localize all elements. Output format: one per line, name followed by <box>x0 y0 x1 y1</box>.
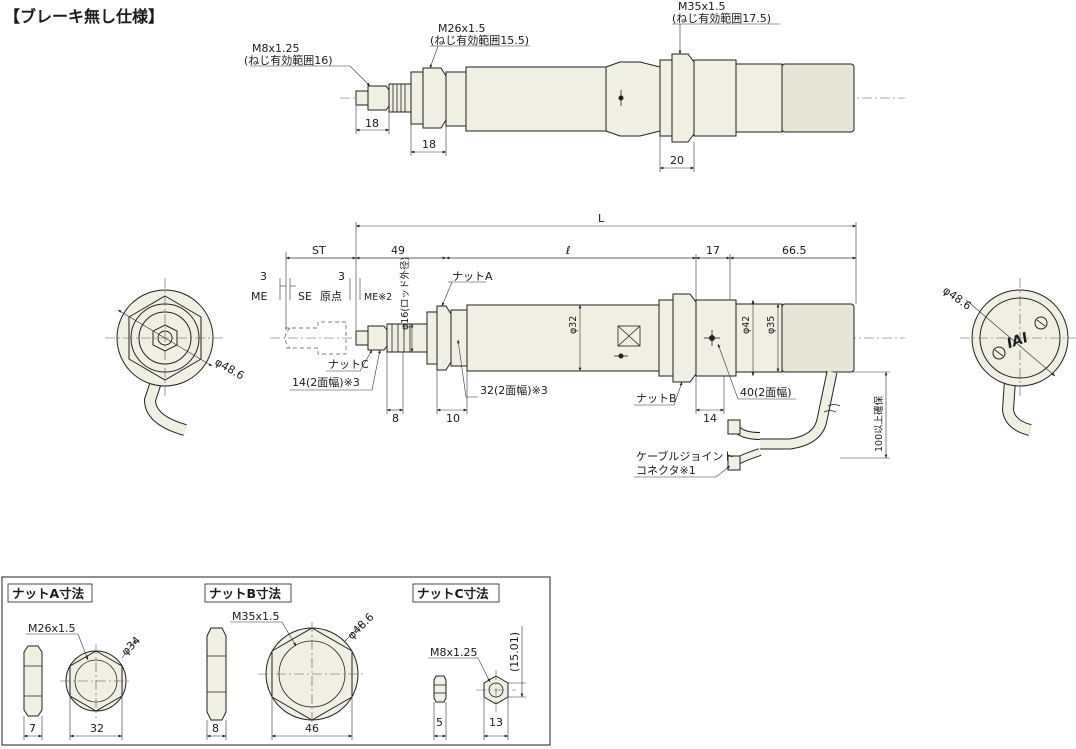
nut-b-header: ナットB寸法 <box>209 586 282 601</box>
nut-a-side <box>23 645 43 717</box>
top-washer <box>410 71 424 125</box>
top-nut-b <box>671 53 695 143</box>
nut-a-label: ナットA <box>452 270 493 283</box>
main-rod-thread <box>386 323 428 353</box>
dim-ST: ST <box>312 244 326 257</box>
nut-b-side <box>206 627 227 721</box>
dia32-label: φ32 <box>568 316 579 334</box>
origin-label: 原点 <box>320 290 342 303</box>
m35-label: M35x1.5 <box>678 0 726 13</box>
rod-dia-label: φ16(ロッド外径) <box>399 257 411 330</box>
main-nut-a <box>436 305 452 371</box>
main-motor <box>735 303 783 373</box>
right-dia-label: φ48.6 <box>940 284 973 313</box>
cable-length-label: 100以上確保 <box>873 395 885 452</box>
nut-a-header: ナットA寸法 <box>12 586 85 601</box>
nut-c-header: ナットC寸法 <box>417 586 489 601</box>
dim-10: 10 <box>446 412 460 425</box>
nut-b-thread: M35x1.5 <box>232 610 280 623</box>
nut-c-height: (15.01) <box>508 632 521 672</box>
cable-connector-b <box>727 455 741 471</box>
dim-3b: 3 <box>338 270 345 283</box>
nut-b-width: 8 <box>212 722 219 735</box>
cable-connector-a <box>727 419 741 435</box>
dim-49: 49 <box>391 244 405 257</box>
dim-3a: 3 <box>260 270 267 283</box>
dim-17: 17 <box>706 244 720 257</box>
top-motor-flange <box>693 59 737 137</box>
main-nut-b <box>672 293 697 383</box>
top-rod-thread <box>388 83 412 113</box>
m26-label: M26x1.5 <box>438 22 486 35</box>
left-end-view: φ48.6 <box>105 278 247 436</box>
top-motor-cap <box>781 63 855 133</box>
nut-c-thread: M8x1.25 <box>430 646 478 659</box>
me-label: ME <box>251 290 267 303</box>
main-motor-cap <box>781 303 855 373</box>
dim-l: ℓ <box>565 244 571 257</box>
top-nut-c <box>367 85 390 111</box>
top-view: M8x1.25 (ねじ有効範囲16) M26x1.5 (ねじ有効範囲15.5) … <box>244 0 905 172</box>
width32-label: 32(2面幅)※3 <box>480 384 548 397</box>
width14-label: 14(2面幅)※3 <box>292 376 360 389</box>
dim-8: 8 <box>392 412 399 425</box>
top-front-cover <box>445 71 467 127</box>
width40-label: 40(2面幅) <box>740 386 792 399</box>
dia42-label: φ42 <box>741 316 752 334</box>
top-nut-a <box>422 67 447 129</box>
se-label: SE <box>298 290 312 303</box>
nut-a-width: 7 <box>29 722 36 735</box>
m26-note: (ねじ有効範囲15.5) <box>430 33 529 47</box>
nut-a-af: 32 <box>90 722 104 735</box>
right-logo: IAI <box>1005 330 1030 352</box>
me2-label: ME※2 <box>364 292 392 303</box>
dim-20: 20 <box>670 154 684 167</box>
nut-a-thread: M26x1.5 <box>28 622 76 635</box>
dim-18a: 18 <box>365 117 379 130</box>
left-dia-label: φ48.6 <box>213 355 247 382</box>
dim-14: 14 <box>703 412 717 425</box>
main-view: L ST 49 ℓ 17 66.5 3 3 ME SE 原点 ME※2 φ16(… <box>251 212 905 478</box>
m8-note: (ねじ有効範囲16) <box>244 53 333 67</box>
main-tube <box>466 304 660 372</box>
dim-665: 66.5 <box>782 244 807 257</box>
nut-c-af: 13 <box>489 716 503 729</box>
main-nut-c <box>367 325 388 351</box>
nut-c-width: 5 <box>436 716 443 729</box>
nut-c-side <box>433 675 447 703</box>
connector-label: コネクタ※1 <box>636 464 696 477</box>
m8-label: M8x1.25 <box>252 42 300 55</box>
dim-L: L <box>598 212 605 225</box>
nut-dimension-box: ナットA寸法 M26x1.5 φ34 7 32 ナットB寸法 M35x1.5 φ… <box>1 576 551 746</box>
top-tube <box>465 66 607 132</box>
top-motor <box>735 63 783 133</box>
dia35-label: φ35 <box>766 316 777 334</box>
top-tube-taper <box>605 61 661 137</box>
nut-b-af: 46 <box>305 722 319 735</box>
nut-c-label: ナットC <box>328 358 369 371</box>
dim-18b: 18 <box>422 138 436 151</box>
right-end-view: IAI φ48.6 <box>940 278 1076 436</box>
page-title: 【ブレーキ無し仕様】 <box>4 7 164 26</box>
m35-note: (ねじ有効範囲17.5) <box>672 11 771 25</box>
cable-joint-label: ケーブルジョイント <box>636 449 734 463</box>
nut-b-label: ナットB <box>636 392 677 405</box>
